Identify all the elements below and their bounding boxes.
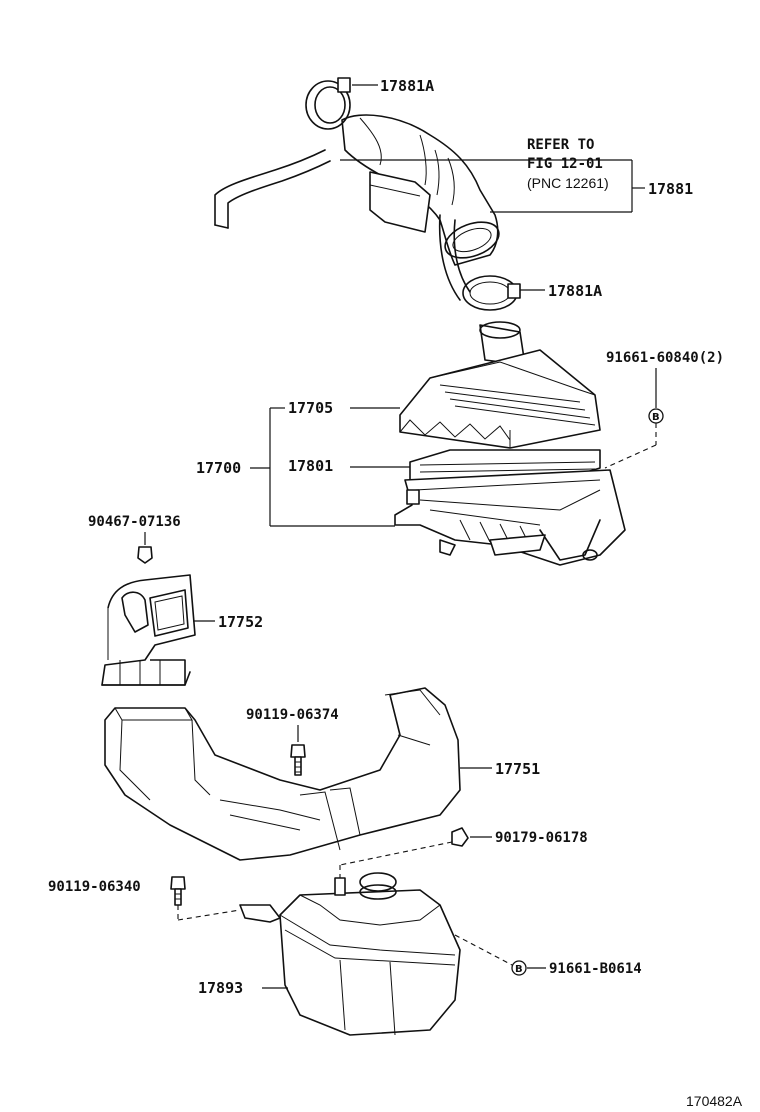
circle-b-marker-bottom xyxy=(511,960,527,976)
label-90179-06178: 90179-06178 xyxy=(495,830,588,846)
label-17881A-bottom: 17881A xyxy=(548,282,602,300)
figure-reference: 170482A xyxy=(686,1093,743,1109)
air-intake-hose xyxy=(341,114,500,301)
label-17881: 17881 xyxy=(648,180,693,198)
refer-note-line3: (PNC 12261) xyxy=(527,175,609,191)
inlet-duct-17751 xyxy=(104,687,461,861)
label-17801: 17801 xyxy=(288,457,333,475)
label-90467-07136: 90467-07136 xyxy=(88,514,181,530)
intake-duct-17752 xyxy=(101,574,196,686)
breather-pipe xyxy=(214,149,331,229)
label-17705: 17705 xyxy=(288,399,333,417)
air-cleaner-case xyxy=(394,469,626,566)
bolt-90119-06374 xyxy=(290,744,306,776)
refer-note-line2: FIG 12-01 xyxy=(527,156,603,172)
refer-note-line1: REFER TO xyxy=(527,137,594,153)
resonator-17893 xyxy=(239,872,461,1036)
label-17751: 17751 xyxy=(495,760,540,778)
label-17752: 17752 xyxy=(218,613,263,631)
label-17893: 17893 xyxy=(198,979,243,997)
label-90119-06374: 90119-06374 xyxy=(246,707,339,723)
hose-clamp-top xyxy=(305,77,351,130)
circle-b-text-bottom: B xyxy=(515,964,523,975)
label-17700: 17700 xyxy=(196,459,241,477)
bolt-90119-06340 xyxy=(170,876,186,906)
label-90119-06340: 90119-06340 xyxy=(48,879,141,895)
circle-b-text-top: B xyxy=(652,412,660,423)
air-cleaner-cap xyxy=(399,321,601,449)
clip-90467 xyxy=(137,546,153,564)
label-17881A-top: 17881A xyxy=(380,77,434,95)
clip-90179 xyxy=(451,827,469,847)
label-91661-60840: 91661-60840(2) xyxy=(606,350,724,366)
hose-clamp-bottom xyxy=(462,275,521,311)
label-91661-B0614: 91661-B0614 xyxy=(549,961,642,977)
